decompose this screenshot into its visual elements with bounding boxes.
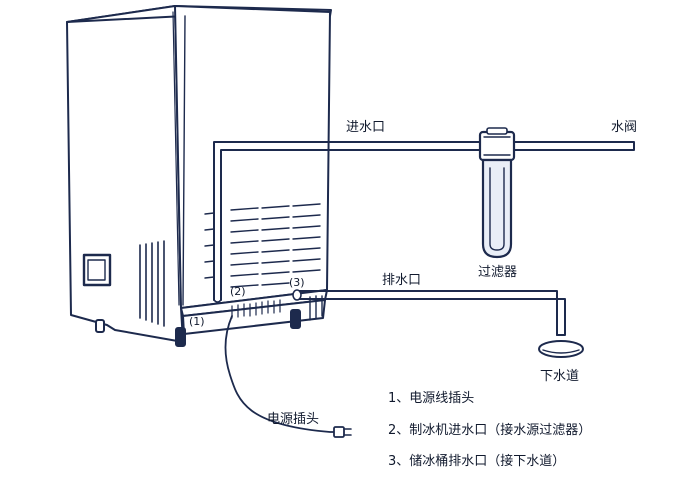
machine-foot <box>175 327 186 347</box>
machine-left-panel <box>66 5 184 343</box>
legend-item: 2、制冰机进水口（接水源过滤器） <box>388 423 592 438</box>
back-grille <box>204 203 321 288</box>
machine-panel-seam <box>182 15 186 306</box>
machine-edge-line <box>172 11 180 306</box>
floor-drain-label: 下水道 <box>540 369 580 384</box>
drain-outlet-fitting <box>309 295 323 321</box>
legend-item: 1、电源线插头 <box>388 391 475 406</box>
drain-outlet-label: 排水口 <box>382 273 422 288</box>
port-number-3: (3) <box>289 276 305 289</box>
inlet-pipe <box>220 149 481 301</box>
legend-item: 3、储冰桶排水口（接下水道） <box>388 454 566 469</box>
machine-foot <box>95 319 105 333</box>
side-vents <box>139 240 165 327</box>
filter-label: 过滤器 <box>478 265 518 280</box>
power-cord <box>224 315 337 433</box>
valve-pipe <box>513 141 635 151</box>
inlet-pipe-end <box>213 299 222 303</box>
drain-port <box>292 289 302 301</box>
inlet-label: 进水口 <box>346 120 386 135</box>
base-vents <box>231 299 281 319</box>
machine-front-panel <box>174 5 331 309</box>
machine-foot <box>290 309 301 329</box>
port-number-1: (1) <box>189 315 205 328</box>
drain-pipe <box>296 298 566 336</box>
inlet-pipe <box>213 141 481 301</box>
power-plug-label: 电源插头 <box>267 412 320 427</box>
valve-label: 水阀 <box>611 120 638 135</box>
floor-drain-inner <box>542 349 580 354</box>
water-filter <box>478 127 516 259</box>
drain-pipe <box>296 290 558 336</box>
floor-drain <box>538 340 584 358</box>
switch-box-inner <box>87 259 106 281</box>
power-plug-body <box>333 426 345 438</box>
port-number-2: (2) <box>230 285 246 298</box>
